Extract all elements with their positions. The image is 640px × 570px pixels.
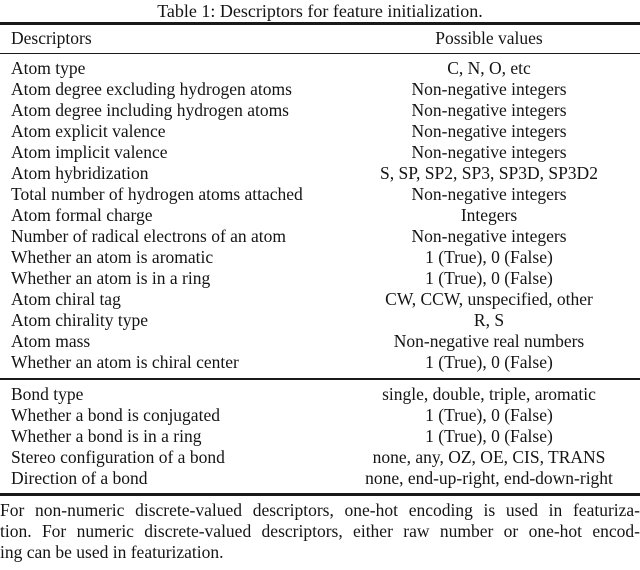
table-row: Atom chiral tag CW, CCW, unspecified, oth… — [0, 289, 640, 310]
possible-values-cell: none, any, OZ, OE, CIS, TRANS — [372, 446, 606, 467]
table-row: Atom mass Non-negative real numbers — [0, 331, 640, 352]
section-divider-rule — [0, 377, 640, 380]
possible-values-cell: S, SP, SP2, SP3, SP3D, SP3D2 — [380, 163, 598, 183]
possible-values-cell: Non-negative integers — [411, 100, 567, 120]
descriptor-cell: Whether an atom is in a ring — [11, 268, 211, 288]
possible-values-cell: R, S — [473, 310, 505, 330]
table-row: Atom type C, N, O, etc — [0, 58, 640, 79]
possible-values-cell: none, end-up-right, end-down-right — [365, 467, 613, 488]
descriptor-cell: Atom degree excluding hydrogen atoms — [11, 79, 292, 99]
possible-values-cell: Non-negative real numbers — [393, 331, 585, 351]
descriptor-cell: Whether a bond is in a ring — [11, 425, 202, 446]
descriptor-cell: Atom degree including hydrogen atoms — [11, 100, 289, 120]
possible-values-cell: 1 (True), 0 (False) — [425, 268, 553, 288]
footnote-line: ing can be used in featurization. — [0, 541, 224, 562]
possible-values-cell: Non-negative integers — [411, 142, 567, 162]
column-header-descriptors: Descriptors — [11, 27, 92, 48]
table-row: Atom degree including hydrogen atoms Non-… — [0, 100, 640, 121]
table-top-rule — [0, 22, 640, 25]
descriptor-cell: Whether an atom is aromatic — [11, 247, 214, 267]
possible-values-cell: single, double, triple, aromatic — [382, 383, 596, 404]
descriptor-cell: Atom chirality type — [11, 310, 149, 330]
table-caption: Table 1: Descriptors for feature initial… — [157, 1, 483, 21]
descriptor-cell: Atom hybridization — [11, 163, 149, 183]
possible-values-cell: 1 (True), 0 (False) — [425, 352, 553, 372]
table-row: Bond type single, double, triple, aromati… — [0, 384, 640, 405]
table-row: Whether an atom is chiral center 1 (True)… — [0, 352, 640, 373]
table-row: Direction of a bond none, end-up-right, e… — [0, 468, 640, 489]
table-row: Atom chirality type R, S — [0, 310, 640, 331]
possible-values-cell: 1 (True), 0 (False) — [425, 404, 553, 425]
column-header-possible-values: Possible values — [435, 27, 543, 48]
table-row: Total number of hydrogen atoms attached N… — [0, 184, 640, 205]
descriptor-cell: Atom explicit valence — [11, 121, 166, 141]
descriptor-cell: Atom formal charge — [11, 205, 153, 225]
descriptor-cell: Total number of hydrogen atoms attached — [11, 184, 303, 204]
table-row: Whether an atom is aromatic 1 (True), 0 (… — [0, 247, 640, 268]
table-row: Atom implicit valence Non-negative intege… — [0, 142, 640, 163]
table-header-row: Descriptors Possible values — [0, 25, 640, 53]
descriptor-cell: Atom type — [11, 58, 86, 78]
descriptor-cell: Number of radical electrons of an atom — [11, 226, 287, 246]
descriptor-cell: Direction of a bond — [11, 467, 148, 488]
descriptor-cell: Whether an atom is chiral center — [11, 352, 239, 372]
table-row: Atom explicit valence Non-negative intege… — [0, 121, 640, 142]
possible-values-cell: 1 (True), 0 (False) — [425, 247, 553, 267]
table-bottom-rule — [0, 493, 640, 496]
descriptor-cell: Atom mass — [11, 331, 91, 351]
possible-values-cell: Integers — [460, 205, 518, 225]
descriptor-cell: Whether a bond is conjugated — [11, 404, 220, 425]
possible-values-cell: 1 (True), 0 (False) — [425, 425, 553, 446]
possible-values-cell: Non-negative integers — [411, 184, 567, 204]
possible-values-cell: CW, CCW, unspecified, other — [385, 289, 593, 309]
descriptor-cell: Bond type — [11, 383, 84, 404]
possible-values-cell: Non-negative integers — [411, 79, 567, 99]
possible-values-cell: C, N, O, etc — [447, 58, 531, 78]
table-row: Atom degree excluding hydrogen atoms Non-… — [0, 79, 640, 100]
table-row: Atom hybridization S, SP, SP2, SP3, SP3D,… — [0, 163, 640, 184]
table-row: Stereo configuration of a bond none, any,… — [0, 447, 640, 468]
descriptor-cell: Stereo configuration of a bond — [11, 446, 225, 467]
table-row: Whether a bond is conjugated 1 (True), 0 … — [0, 405, 640, 426]
footnote-line: tion. For numeric discrete-valued descri… — [0, 520, 640, 541]
descriptor-cell: Atom implicit valence — [11, 142, 168, 162]
bond-descriptor-section: Bond type single, double, triple, aromati… — [0, 380, 640, 494]
footnote-line: For non-numeric discrete-valued descript… — [0, 499, 640, 520]
possible-values-cell: Non-negative integers — [411, 121, 567, 141]
header-rule — [0, 52, 640, 54]
table-row: Whether an atom is in a ring 1 (True), 0 … — [0, 268, 640, 289]
descriptor-cell: Atom chiral tag — [11, 289, 121, 309]
table-row: Number of radical electrons of an atom No… — [0, 226, 640, 247]
table-row: Whether a bond is in a ring 1 (True), 0 (… — [0, 426, 640, 447]
table-row: Atom formal charge Integers — [0, 205, 640, 226]
table-footnote: For non-numeric discrete-valued descript… — [0, 496, 640, 563]
possible-values-cell: Non-negative integers — [411, 226, 567, 246]
